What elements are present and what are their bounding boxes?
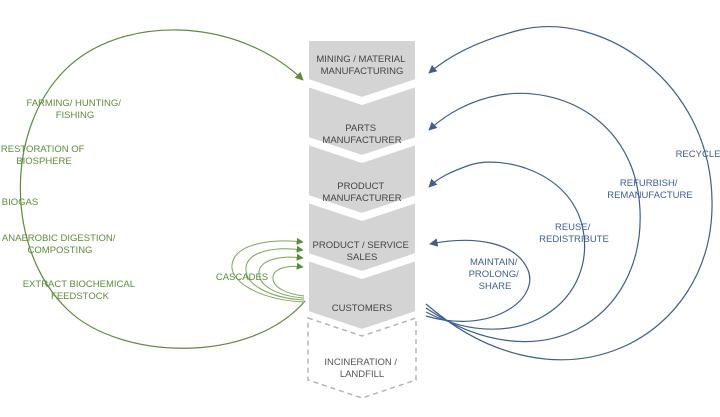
stage-mining-label: MINING / MATERIAL MANUFACTURING xyxy=(316,54,407,77)
label-recycle: RECYCLE xyxy=(676,149,720,160)
stage-sales-shape xyxy=(307,200,417,274)
stage-incineration-label: INCINERATION / LANDFILL xyxy=(324,357,399,380)
biological-loop-arc xyxy=(19,29,306,349)
stage-product-label: PRODUCT MANUFACTURER xyxy=(322,181,401,204)
label-anaerobic: ANAEROBIC DIGESTION/ COMPOSTING xyxy=(2,233,118,256)
stage-column xyxy=(307,39,417,399)
label-refurbish: REFURBISH/ REMANUFACTURE xyxy=(607,178,693,201)
stage-product-shape xyxy=(307,142,417,216)
maintain-loop-arc xyxy=(425,238,531,322)
stage-parts-shape xyxy=(307,84,417,158)
label-cascades: CASCADES xyxy=(216,272,268,283)
recycle-loop-arc xyxy=(425,26,713,361)
label-extract: EXTRACT BIOCHEMICAL FEEDSTOCK xyxy=(23,279,138,302)
refurbish-loop-arc xyxy=(425,92,641,343)
stage-customers-label: CUSTOMERS xyxy=(332,303,393,314)
stage-incineration-shape xyxy=(307,316,417,399)
stage-mining-shape xyxy=(307,39,417,100)
label-maintain: MAINTAIN/ PROLONG/ SHARE xyxy=(469,257,522,292)
label-reuse: REUSE/ REDISTRIBUTE xyxy=(539,222,609,245)
label-biogas: BIOGAS xyxy=(2,197,38,208)
reuse-loop-arc xyxy=(425,161,586,330)
label-farming: FARMING/ HUNTING/ FISHING xyxy=(26,98,123,121)
stage-customers-shape xyxy=(307,258,417,332)
cascades-arcs xyxy=(231,237,305,303)
label-restoration: RESTORATION OF BIOSPHERE xyxy=(1,144,87,167)
technical-loops xyxy=(425,26,713,361)
stage-sales-label: PRODUCT / SERVICE SALES xyxy=(313,240,412,263)
stage-parts-label: PARTS MANUFACTURER xyxy=(322,123,401,146)
